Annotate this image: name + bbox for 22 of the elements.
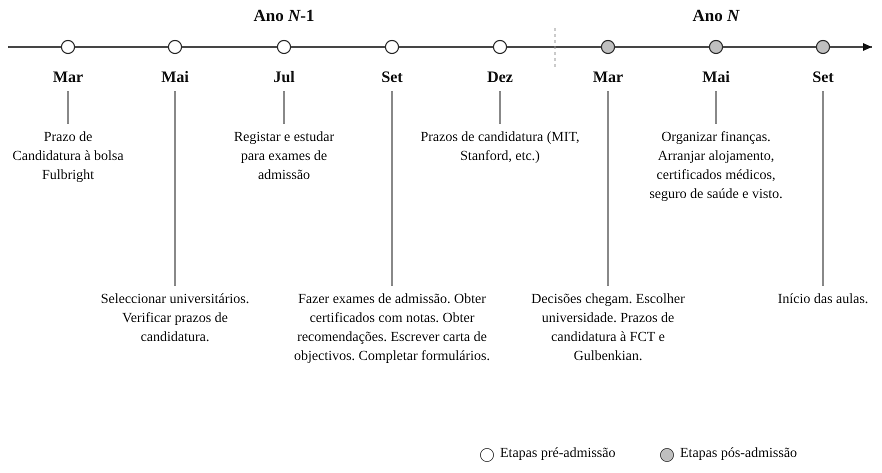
event-description: Seleccionar universitários. Verificar prazos de candidatura. bbox=[100, 291, 250, 347]
month-label: Mar bbox=[52, 69, 84, 87]
event-description: Fazer exames de admissão. Obter certificados com notas. Obter recomendações. Escrever carta de objectivos. Completar formulários. bbox=[293, 291, 491, 366]
year-heading: Ano N-1 bbox=[254, 6, 314, 26]
event-description: Prazo de Candidatura à bolsa Fulbright bbox=[11, 129, 125, 185]
month-label: Dez bbox=[486, 69, 514, 87]
month-label: Set bbox=[811, 69, 835, 87]
month-label: Set bbox=[380, 69, 404, 87]
legend-label: Etapas pós-admissão bbox=[680, 446, 798, 462]
event-description: Prazos de candidatura (MIT, Stanford, etc.) bbox=[420, 129, 580, 166]
month-label: Mar bbox=[592, 69, 624, 87]
leader-line bbox=[174, 90, 176, 286]
event-description: Decisões chegam. Escolher universidade. Prazos de candidatura à FCT e Gulbenkian. bbox=[530, 291, 686, 366]
legend-label: Etapas pré-admissão bbox=[500, 446, 616, 462]
event-description: Início das aulas. bbox=[776, 291, 870, 309]
year-heading: Ano N bbox=[692, 6, 740, 26]
event-description: Registar e estudar para exames de admissão bbox=[232, 129, 336, 185]
event-description: Organizar finanças. Arranjar alojamento, certificados médicos, seguro de saúde e visto. bbox=[648, 129, 784, 204]
month-label: Mai bbox=[160, 69, 190, 87]
leader-line bbox=[822, 90, 824, 286]
month-label: Mai bbox=[701, 69, 731, 87]
month-label: Jul bbox=[272, 69, 296, 87]
